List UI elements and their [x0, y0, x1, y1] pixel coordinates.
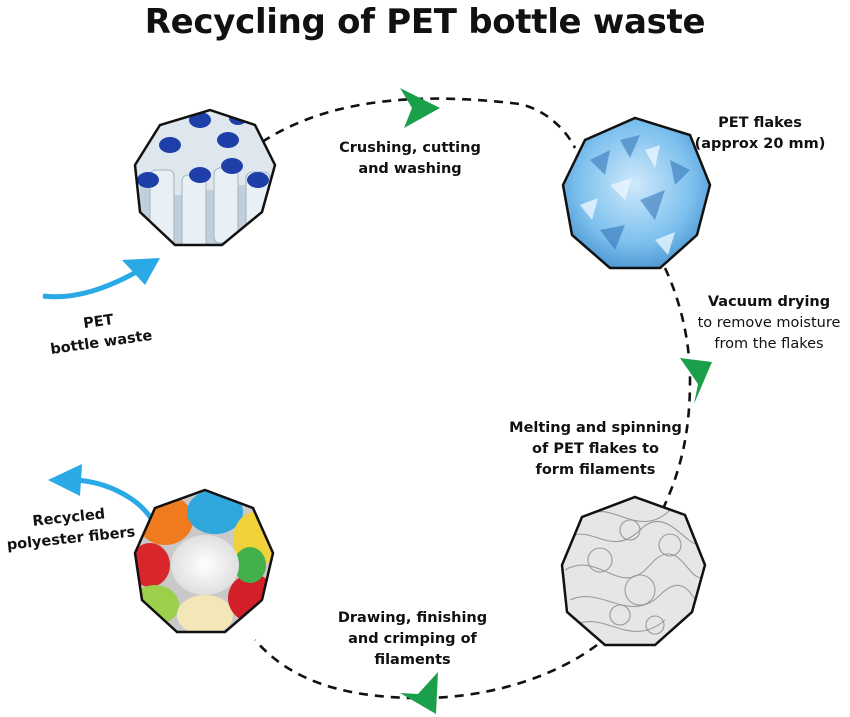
- polyester-fibers-image: [133, 488, 275, 634]
- pet-flakes-image: [561, 116, 712, 270]
- step-melting-line2: of PET flakes to: [532, 441, 659, 457]
- filaments-image: [560, 495, 707, 647]
- arrowhead-drawing: [400, 672, 438, 714]
- step-drawing-line1: Drawing, finishing: [337, 610, 488, 626]
- step-drying-line1: to remove moisture: [697, 315, 841, 331]
- step-flakes-line1: PET flakes: [718, 115, 802, 131]
- step-drying-line2: from the flakes: [714, 336, 824, 352]
- output-arrow: [48, 464, 155, 522]
- step-drying-label: Vacuum drying to remove moisture from th…: [688, 292, 850, 355]
- step-melting-line1: Melting and spinning: [509, 420, 682, 436]
- input-arrow: [42, 258, 160, 300]
- page-title: Recycling of PET bottle waste: [144, 2, 706, 42]
- bottles-image: [133, 108, 277, 247]
- step-flakes-line2: (approx 20 mm): [694, 136, 826, 152]
- step-crushing-line1: Crushing, cutting: [339, 140, 481, 156]
- step-crushing-line2: and washing: [358, 161, 462, 177]
- step-melting-line3: form filaments: [535, 462, 656, 478]
- step-drawing-line3: filaments: [374, 652, 451, 668]
- arrowhead-crushing: [400, 88, 440, 128]
- step-drawing-line2: and crimping of: [348, 631, 477, 647]
- step-drying-title: Vacuum drying: [707, 294, 831, 310]
- step-flakes-label: PET flakes (approx 20 mm): [680, 113, 840, 155]
- step-drawing-label: Drawing, finishing and crimping of filam…: [330, 608, 495, 671]
- arrowhead-drying: [680, 358, 712, 404]
- step-melting-label: Melting and spinning of PET flakes to fo…: [503, 418, 688, 481]
- step-crushing-label: Crushing, cutting and washing: [335, 138, 485, 180]
